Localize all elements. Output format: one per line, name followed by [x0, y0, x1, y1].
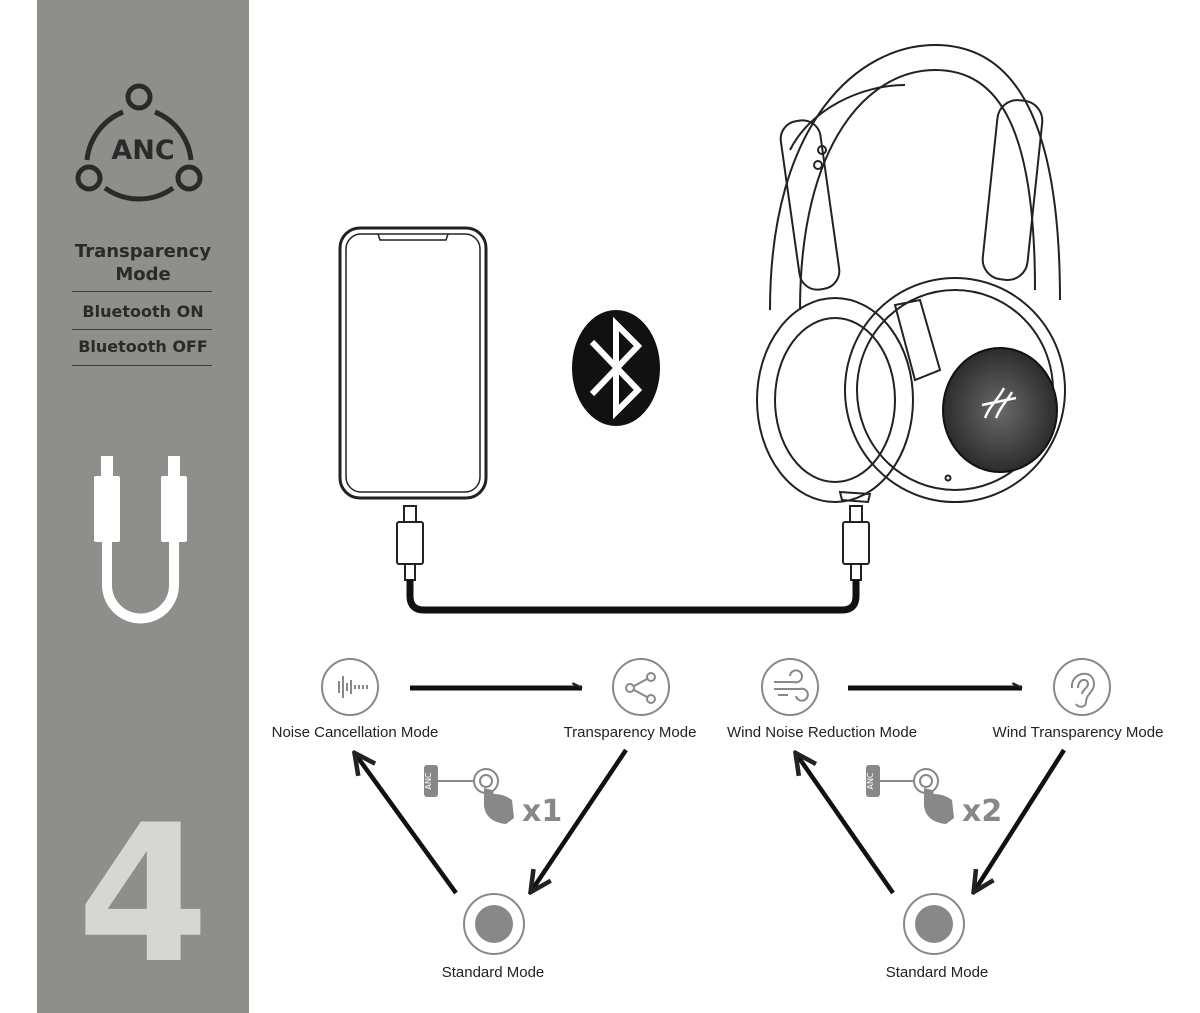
ear-icon	[1053, 658, 1111, 716]
sidebar-panel: ANC Transparency Mode Bluetooth ON Bluet…	[37, 0, 249, 1013]
smartphone-icon	[338, 226, 488, 500]
arrow-to-standard	[975, 748, 1066, 890]
noise-cancellation-icon	[321, 658, 379, 716]
step-number: 4	[76, 784, 210, 1005]
anc-button-press-icon: ANC	[866, 765, 954, 824]
sidebar-graphics	[75, 83, 203, 624]
standard-mode-label: Standard Mode	[441, 964, 545, 981]
wind-noise-reduction-mode-label: Wind Noise Reduction Mode	[726, 724, 918, 741]
anc-icon-label: ANC	[111, 135, 175, 166]
usb-c-connection-cable	[396, 505, 870, 614]
standard-mode-icon	[903, 893, 965, 955]
standard-mode-icon	[463, 893, 525, 955]
anc-cycle-icon	[75, 83, 203, 202]
svg-text:ANC: ANC	[866, 772, 875, 789]
standard-mode-label: Standard Mode	[885, 964, 989, 981]
transparency-mode-label: Transparency Mode	[74, 241, 212, 285]
transparency-icon	[612, 658, 670, 716]
transparency-mode-label: Transparency Mode	[563, 724, 697, 741]
bluetooth-icon	[572, 310, 660, 426]
wind-transparency-mode-label: Wind Transparency Mode	[992, 724, 1164, 741]
tap-count-x1: x1	[522, 794, 562, 829]
svg-text:ANC: ANC	[424, 772, 433, 789]
divider	[72, 291, 212, 292]
mode-cycle-2: ANC x2	[761, 658, 1111, 955]
noise-cancellation-mode-label: Noise Cancellation Mode	[271, 724, 439, 741]
bluetooth-off-label: Bluetooth OFF	[78, 337, 208, 356]
bluetooth-on-label: Bluetooth ON	[82, 302, 204, 321]
mode-cycle-1: ANC x1	[321, 658, 670, 955]
arrow-to-wind-noise-reduction	[797, 755, 895, 895]
wind-noise-reduction-icon	[761, 658, 819, 716]
usb-c-cable-icon	[94, 456, 187, 624]
headphones-icon	[756, 43, 1066, 504]
arrow-to-standard	[532, 748, 628, 890]
divider	[72, 365, 212, 366]
divider	[72, 329, 212, 330]
tap-count-x2: x2	[962, 794, 1002, 829]
anc-button-press-icon: ANC	[424, 765, 514, 824]
arrow-to-noise-cancellation	[356, 755, 458, 895]
